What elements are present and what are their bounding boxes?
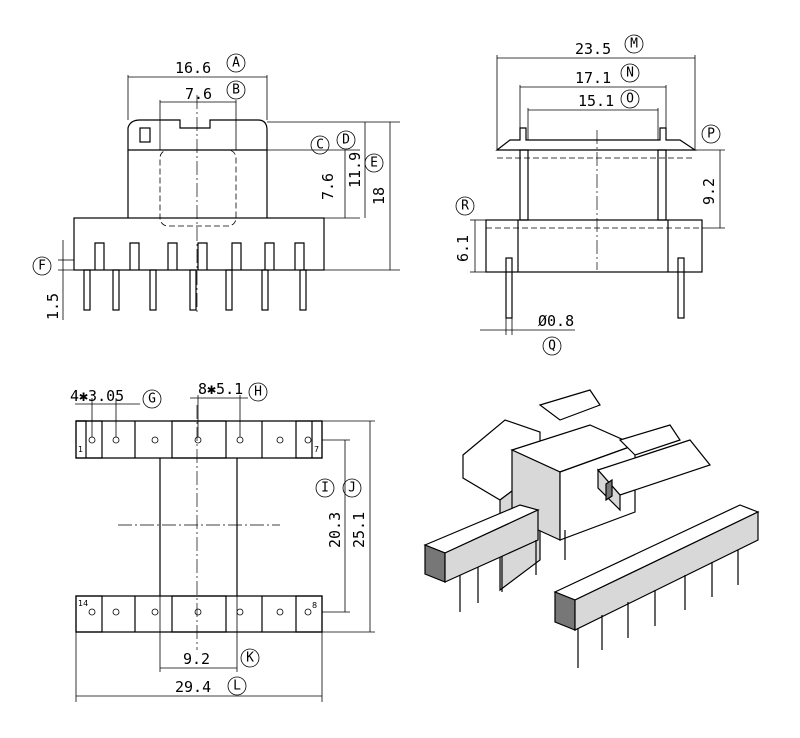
label-b: B <box>226 80 246 100</box>
svg-text:P: P <box>707 127 715 142</box>
dim-m-value: 23.5 <box>575 40 611 58</box>
svg-text:J: J <box>348 481 356 496</box>
dim-g-value: 4✱3.05 <box>70 387 124 405</box>
label-c: C <box>310 135 330 155</box>
dim-p-value: 9.2 <box>700 178 718 205</box>
label-i: I <box>315 478 335 498</box>
svg-text:C: C <box>316 138 324 153</box>
dim-h-value: 8✱5.1 <box>198 380 243 398</box>
label-p: P <box>701 124 721 144</box>
svg-text:B: B <box>232 83 240 98</box>
svg-text:F: F <box>38 259 46 274</box>
dim-r-value: 6.1 <box>454 235 472 262</box>
dim-c-value: 7.6 <box>319 173 337 200</box>
dim-l-value: 29.4 <box>175 678 211 696</box>
pin-7-label: 7 <box>314 445 319 454</box>
pin-8-label: 8 <box>312 601 317 610</box>
dim-j-value: 25.1 <box>350 512 368 548</box>
svg-text:M: M <box>630 37 638 52</box>
label-k: K <box>240 648 260 668</box>
label-q: Q <box>542 336 562 356</box>
side-view: 23.5 17.1 15.1 9.2 6.1 Ø0.8 <box>454 40 725 335</box>
label-o: O <box>620 89 640 109</box>
label-j: J <box>342 478 362 498</box>
svg-text:I: I <box>321 481 329 496</box>
front-view: 16.6 7.6 7.6 11.9 18 1.5 <box>44 59 400 320</box>
label-a: A <box>226 53 246 73</box>
svg-text:N: N <box>626 66 634 81</box>
label-h: H <box>248 382 268 402</box>
label-e: E <box>364 153 384 173</box>
label-f: F <box>32 256 52 276</box>
circled-labels: A B C D E F M N O P Q R G H I J K L <box>32 34 721 696</box>
dim-f-value: 1.5 <box>44 293 62 320</box>
dim-k-value: 9.2 <box>183 650 210 668</box>
dim-a-value: 16.6 <box>175 59 211 77</box>
dim-i-value: 20.3 <box>326 512 344 548</box>
svg-text:G: G <box>148 392 156 407</box>
top-view: 1 7 8 14 4✱3.05 8✱5.1 20.3 25.1 9.2 29.4 <box>70 380 375 702</box>
pin-14-label: 14 <box>78 599 88 608</box>
label-d: D <box>336 130 356 150</box>
svg-text:A: A <box>232 56 240 71</box>
svg-text:H: H <box>254 385 262 400</box>
svg-text:R: R <box>461 199 469 214</box>
dim-d-value: 11.9 <box>346 152 364 188</box>
label-n: N <box>620 63 640 83</box>
svg-text:E: E <box>370 156 378 171</box>
svg-text:K: K <box>246 651 254 666</box>
svg-text:Q: Q <box>548 339 556 354</box>
label-m: M <box>624 34 644 54</box>
dim-q-value: Ø0.8 <box>538 312 574 330</box>
dim-n-value: 17.1 <box>575 69 611 87</box>
label-l: L <box>227 676 247 696</box>
dim-b-value: 7.6 <box>185 85 212 103</box>
pin-1-label: 1 <box>78 445 83 454</box>
label-g: G <box>142 389 162 409</box>
svg-text:O: O <box>626 92 634 107</box>
label-r: R <box>455 196 475 216</box>
dim-o-value: 15.1 <box>578 92 614 110</box>
svg-text:D: D <box>342 133 350 148</box>
isometric-view <box>423 389 760 668</box>
dim-e-value: 18 <box>370 187 388 205</box>
svg-text:L: L <box>233 679 241 694</box>
